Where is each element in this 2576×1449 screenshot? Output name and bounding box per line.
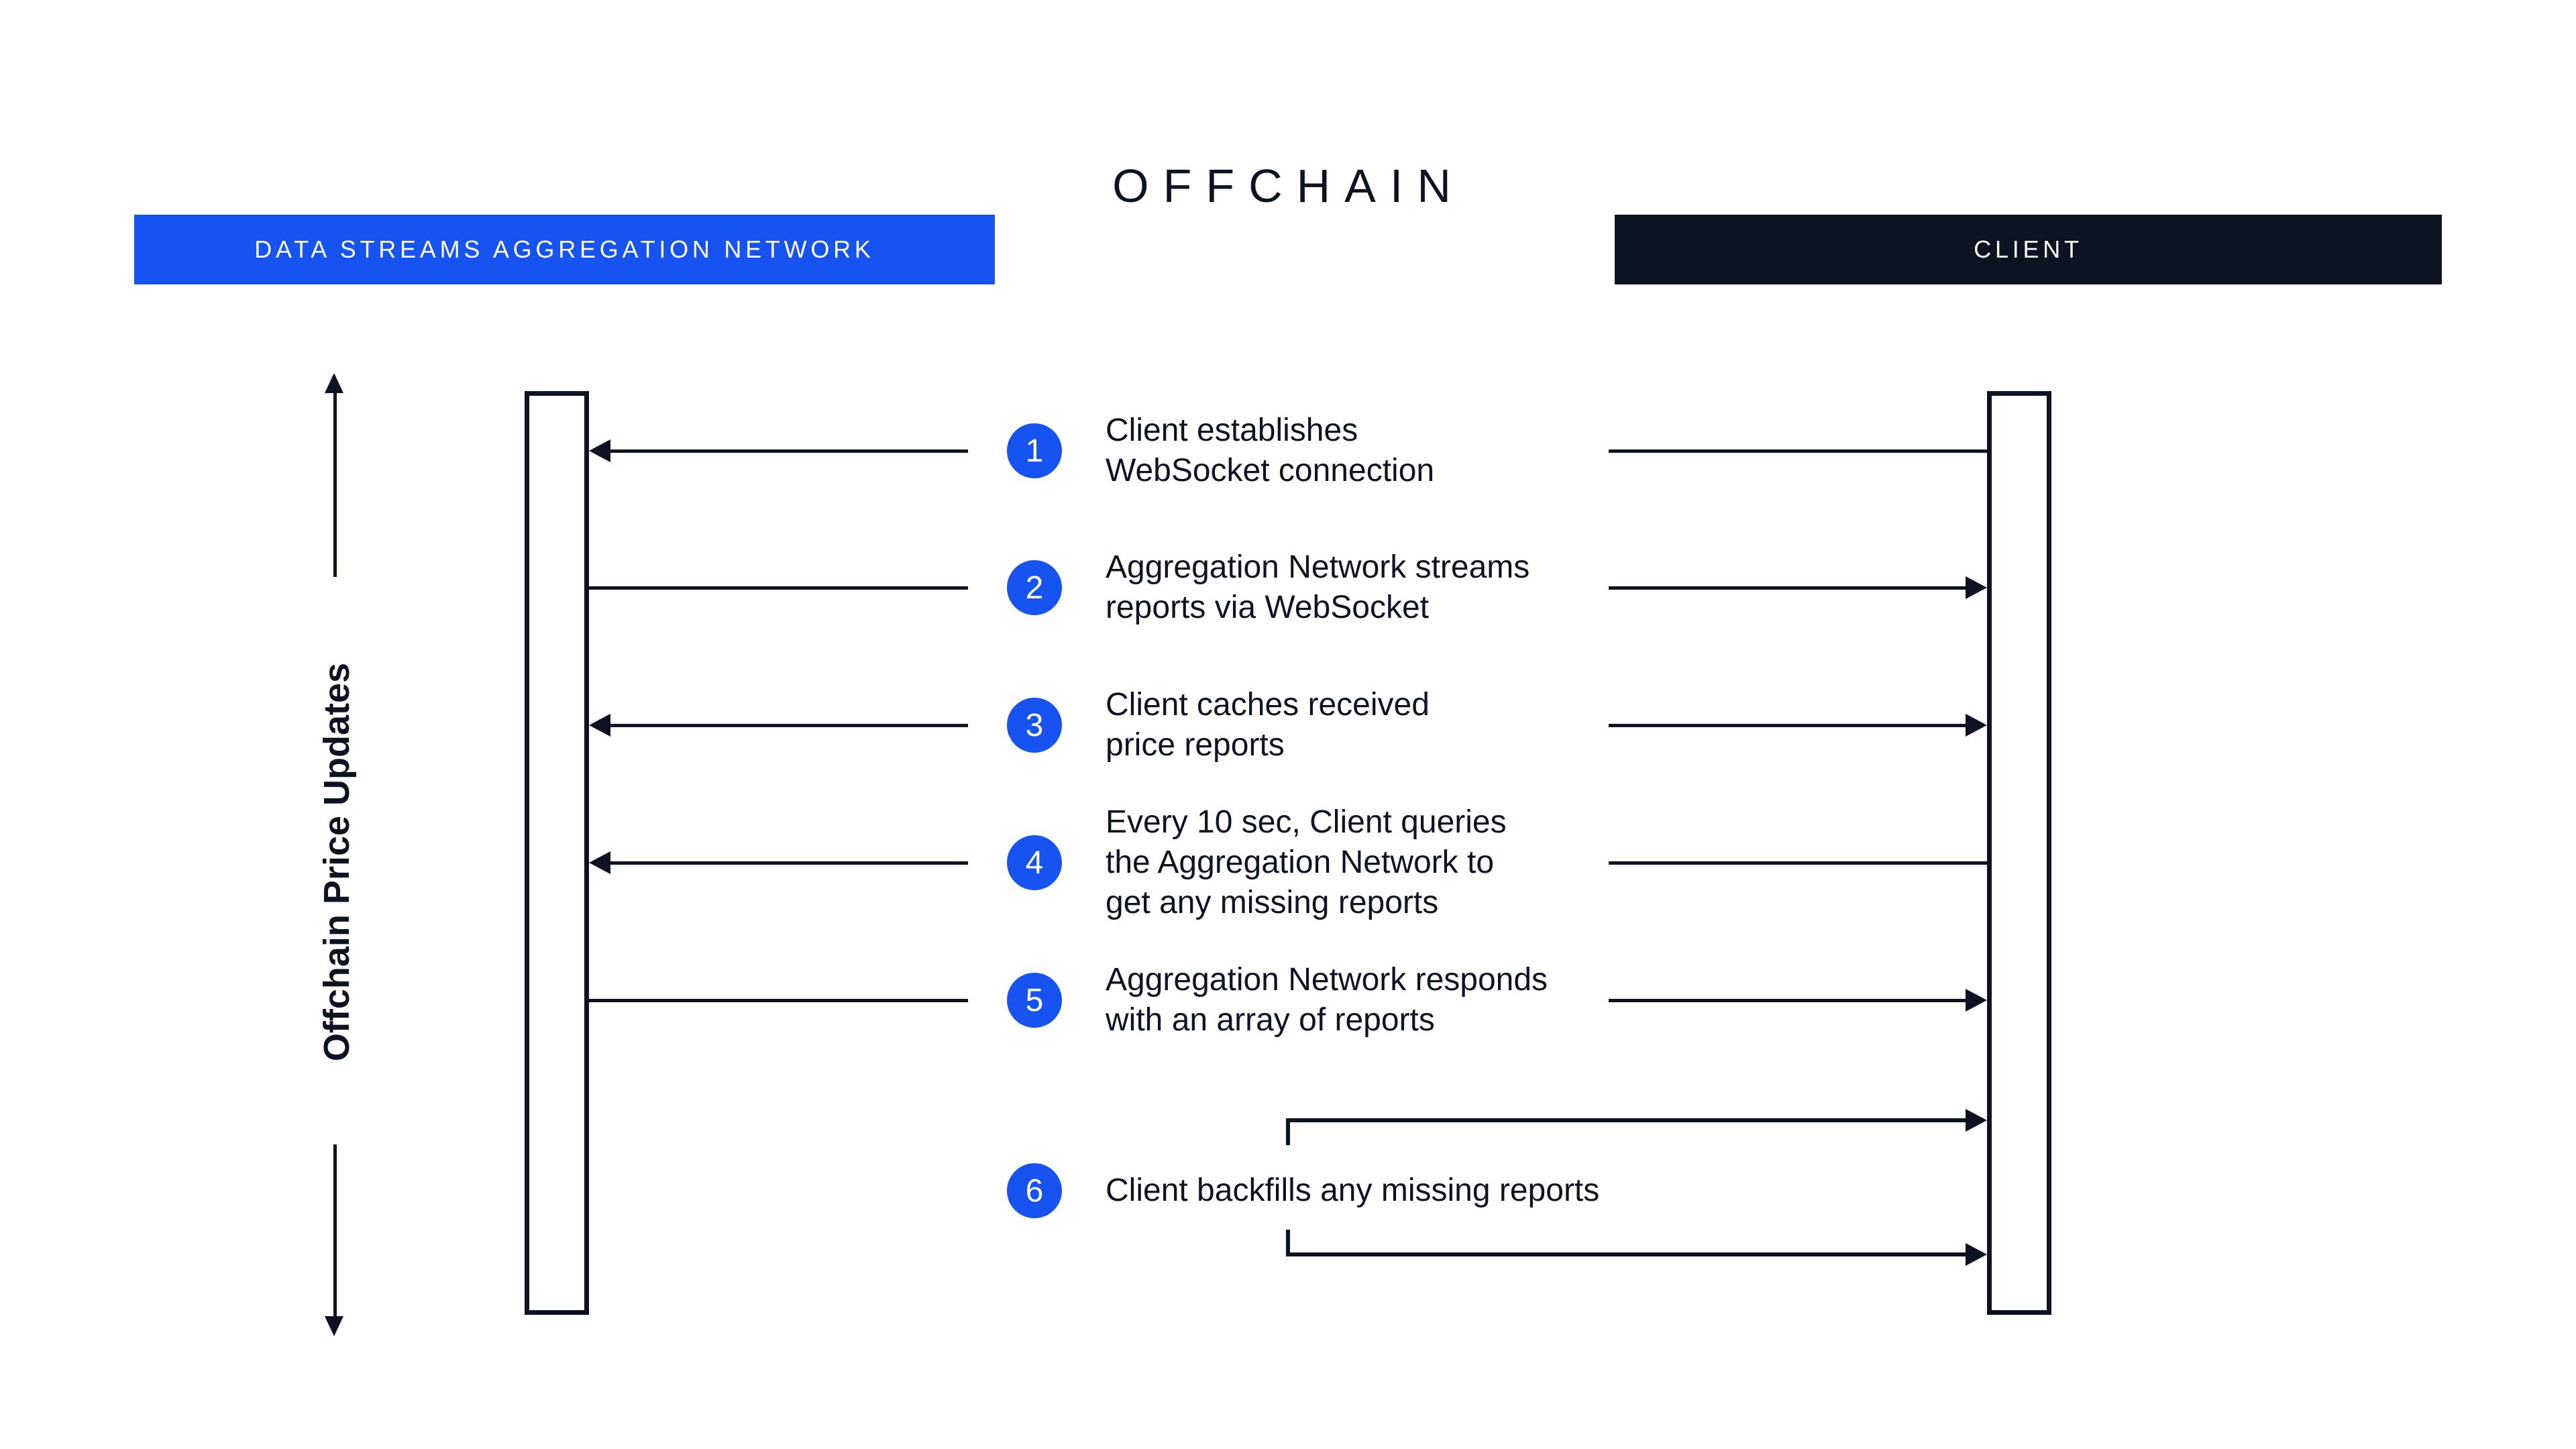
up-arrowhead-icon xyxy=(325,373,343,393)
message-line-left xyxy=(589,586,968,590)
step-number-badge: 5 xyxy=(1007,973,1062,1028)
up-arrow-line xyxy=(333,392,337,577)
message-line-left xyxy=(609,449,968,453)
left-arrowhead-icon xyxy=(589,714,610,737)
step-number-badge: 6 xyxy=(1007,1163,1062,1218)
step-description: Every 10 sec, Client queries the Aggrega… xyxy=(1106,804,1507,920)
step-description: Client caches received price reports xyxy=(1106,687,1430,763)
right-arrowhead-icon xyxy=(1966,576,1987,599)
step-number-badge: 2 xyxy=(1007,560,1062,615)
left-arrowhead-icon xyxy=(589,439,610,462)
step-description: Aggregation Network responds with an arr… xyxy=(1106,962,1548,1038)
right-arrowhead-icon xyxy=(1966,1109,1987,1132)
right-arrowhead-icon xyxy=(1966,1243,1987,1266)
aggregation-network-header: DATA STREAMS AGGREGATION NETWORK xyxy=(134,215,995,284)
down-arrow-line xyxy=(333,1144,337,1318)
message-line-left xyxy=(589,999,968,1002)
step-number-badge: 4 xyxy=(1007,835,1062,890)
page-title: OFFCHAIN xyxy=(1112,160,1465,212)
aggregation-network-label: DATA STREAMS AGGREGATION NETWORK xyxy=(254,235,875,263)
message-line-right xyxy=(1609,861,1987,865)
step-description: Client backfills any missing reports xyxy=(1106,1173,1600,1208)
right-arrowhead-icon xyxy=(1966,989,1987,1012)
self-loop-top-line xyxy=(1288,1118,1967,1122)
step-description: Aggregation Network streams reports via … xyxy=(1106,549,1530,625)
message-line-right xyxy=(1609,724,1967,727)
message-line-left xyxy=(609,861,968,865)
side-axis-label: Offchain Price Updates xyxy=(317,662,357,1062)
self-loop-bottom-line xyxy=(1288,1252,1967,1256)
message-line-right xyxy=(1609,449,1987,453)
message-line-left xyxy=(609,724,968,727)
message-line-right xyxy=(1609,999,1967,1002)
left-arrowhead-icon xyxy=(589,851,610,874)
client-lifeline xyxy=(1987,391,2051,1315)
self-loop-left-stub-bottom xyxy=(1286,1230,1290,1256)
network-lifeline xyxy=(525,391,589,1315)
down-arrowhead-icon xyxy=(325,1316,343,1336)
step-description: Client establishes WebSocket connection xyxy=(1106,413,1435,488)
step-number-badge: 3 xyxy=(1007,698,1062,753)
client-header: CLIENT xyxy=(1615,215,2442,284)
self-loop-left-stub-top xyxy=(1286,1118,1290,1145)
right-arrowhead-icon xyxy=(1966,714,1987,737)
client-label: CLIENT xyxy=(1974,235,2083,263)
step-number-badge: 1 xyxy=(1007,423,1062,478)
message-line-right xyxy=(1609,586,1967,590)
